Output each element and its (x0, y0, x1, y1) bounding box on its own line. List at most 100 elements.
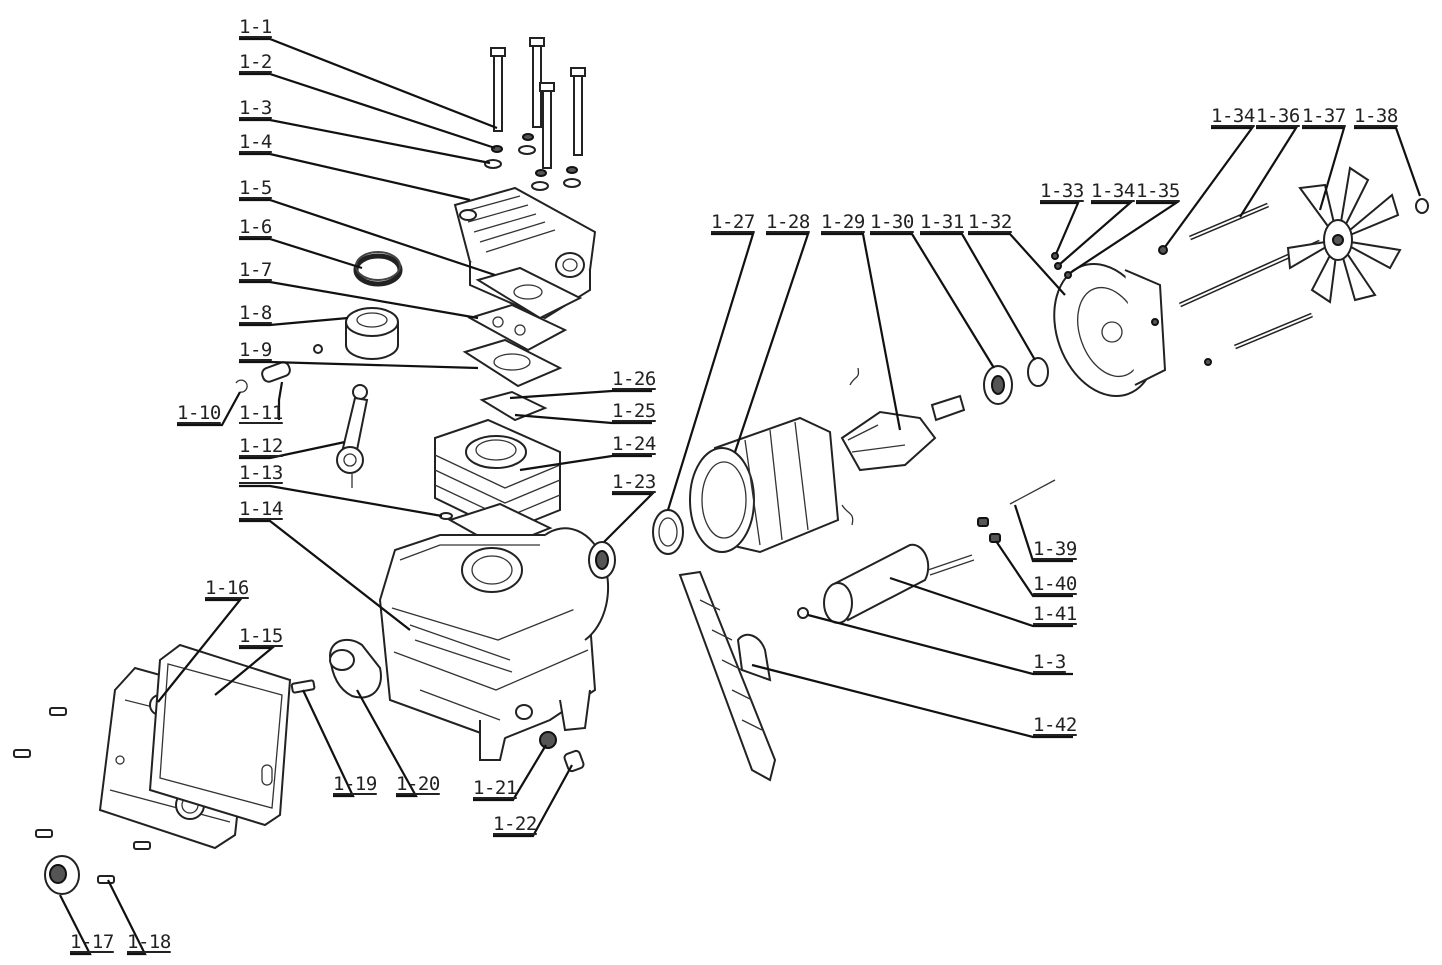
label-1-5: 1-5 (239, 177, 272, 199)
terminal-box-plate (678, 570, 777, 782)
head-washers (484, 133, 581, 191)
tie-rods (1178, 202, 1322, 350)
label-1-21: 1-21 (473, 777, 517, 799)
label-1-2: 1-2 (239, 51, 272, 73)
leader-1-26 (509, 389, 652, 400)
motor-stator (689, 416, 840, 554)
leader-1-12 (239, 440, 346, 460)
leader-1-34b (1164, 126, 1255, 248)
label-1-33: 1-33 (1040, 180, 1084, 202)
label-1-34-b: 1-34 (1211, 105, 1255, 127)
motor-rotor (840, 367, 966, 526)
leader-1-27 (666, 232, 755, 511)
label-1-40: 1-40 (1033, 573, 1077, 595)
leader-1-39 (1013, 504, 1073, 563)
label-1-20: 1-20 (396, 773, 440, 795)
label-1-30: 1-30 (870, 211, 914, 233)
label-1-7: 1-7 (239, 259, 272, 281)
label-1-38: 1-38 (1354, 105, 1398, 127)
label-1-15: 1-15 (239, 625, 283, 647)
leader-1-1 (239, 37, 498, 130)
leader-1-8 (239, 316, 349, 327)
label-1-42: 1-42 (1033, 714, 1077, 736)
capacitor-screws (977, 479, 1056, 543)
leader-1-7 (239, 280, 479, 320)
label-1-34-a: 1-34 (1091, 180, 1135, 202)
label-1-32: 1-32 (968, 211, 1012, 233)
label-1-11: 1-11 (239, 402, 283, 424)
leader-1-38 (1354, 126, 1422, 197)
fan-screws (1051, 245, 1212, 366)
circlip (1415, 198, 1429, 214)
label-1-3-b: 1-3 (1033, 651, 1066, 673)
leader-1-5 (239, 198, 496, 277)
leader-1-41 (889, 576, 1073, 628)
leader-1-22 (493, 764, 573, 838)
leader-1-3b (807, 613, 1073, 676)
label-1-23: 1-23 (612, 471, 656, 493)
label-1-16: 1-16 (205, 577, 249, 599)
label-1-31: 1-31 (920, 211, 964, 233)
bearing-right (983, 357, 1049, 405)
label-1-9: 1-9 (239, 339, 272, 361)
wrist-pin (235, 361, 291, 393)
leader-1-32 (968, 232, 1066, 296)
leader-1-30 (870, 232, 995, 369)
label-1-29: 1-29 (821, 211, 865, 233)
sight-glass (44, 855, 80, 895)
cooling-fan (1286, 166, 1402, 304)
leader-1-36 (1239, 126, 1298, 218)
leader-1-13 (239, 484, 443, 518)
leader-1-28 (733, 232, 810, 453)
connecting-rod (336, 384, 369, 488)
leader-1-17 (59, 894, 92, 956)
piston (313, 307, 399, 360)
leader-1-24 (519, 454, 652, 472)
label-1-6: 1-6 (239, 216, 272, 238)
leader-1-29 (821, 232, 902, 431)
leader-1-16 (157, 598, 243, 703)
label-1-13: 1-13 (239, 462, 283, 484)
label-1-28: 1-28 (766, 211, 810, 233)
leader-1-9 (239, 360, 479, 370)
cover-screws (13, 707, 151, 884)
leader-1-6 (239, 237, 363, 270)
label-1-4: 1-4 (239, 131, 272, 153)
capacitor (797, 543, 975, 624)
crankcase (378, 527, 610, 761)
label-1-39: 1-39 (1033, 538, 1077, 560)
leader-1-33 (1040, 201, 1080, 255)
leader-1-18 (107, 879, 147, 956)
crankshaft-eccentric (328, 638, 382, 699)
oil-seal-plug (539, 731, 585, 773)
label-1-26: 1-26 (612, 368, 656, 390)
label-1-17: 1-17 (70, 931, 114, 953)
label-1-10: 1-10 (177, 402, 221, 424)
label-1-36: 1-36 (1256, 105, 1300, 127)
leader-1-21 (473, 744, 547, 802)
leader-1-20 (356, 689, 418, 798)
leader-1-14 (239, 519, 411, 631)
leader-1-23 (603, 492, 655, 543)
label-1-37: 1-37 (1302, 105, 1346, 127)
label-1-22: 1-22 (493, 813, 537, 835)
leader-1-4 (239, 152, 471, 202)
head-bolts (490, 37, 586, 169)
leader-1-40 (995, 540, 1073, 598)
leader-1-35 (1069, 201, 1180, 274)
label-1-12: 1-12 (239, 435, 283, 457)
leader-1-37 (1302, 126, 1346, 211)
label-1-3: 1-3 (239, 97, 272, 119)
leader-1-15 (214, 646, 276, 696)
piston-ring (353, 251, 403, 287)
label-1-25: 1-25 (612, 400, 656, 422)
leader-1-42 (751, 663, 1073, 739)
label-1-35: 1-35 (1136, 180, 1180, 202)
bearing-left (588, 509, 684, 579)
leader-1-11 (277, 381, 284, 420)
label-1-19: 1-19 (333, 773, 377, 795)
leader-1-10 (177, 391, 241, 427)
cover-gasket (148, 643, 292, 827)
